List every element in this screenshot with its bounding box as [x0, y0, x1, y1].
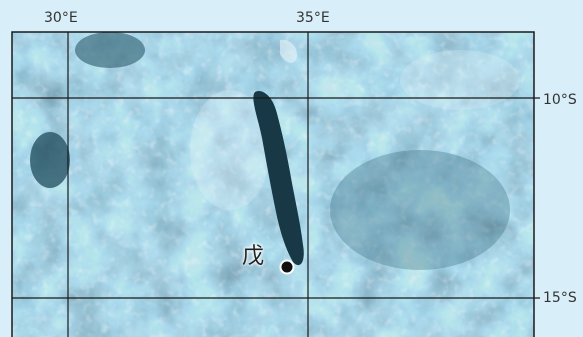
map-frame: [11, 31, 535, 337]
marker-label: 戊: [242, 244, 265, 269]
marker-dot: [279, 259, 295, 275]
latitude-label-15s: 15°S: [543, 290, 577, 306]
lake-shape: [253, 90, 304, 266]
longitude-label-35e: 35°E: [296, 10, 330, 26]
latitude-label-10s: 10°S: [543, 92, 577, 108]
longitude-label-30e: 30°E: [44, 10, 78, 26]
graticule: [12, 32, 540, 337]
terrain-imagery: [12, 32, 534, 337]
